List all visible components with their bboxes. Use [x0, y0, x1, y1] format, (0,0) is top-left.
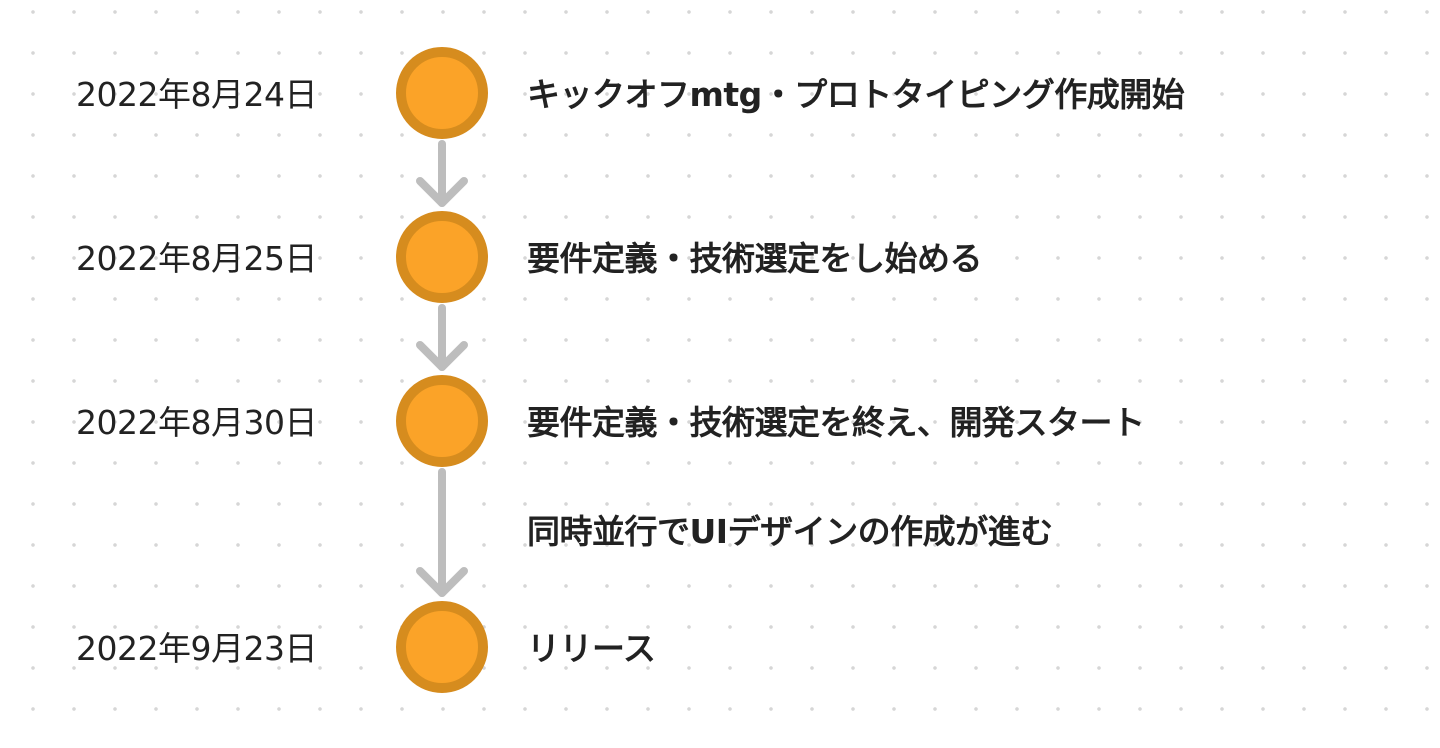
- event-date: 2022年8月25日: [76, 239, 317, 278]
- timeline-node: [396, 211, 488, 303]
- event-date: 2022年8月30日: [76, 403, 317, 442]
- event-description: 要件定義・技術選定をし始める: [527, 239, 983, 278]
- timeline-node: [396, 47, 488, 139]
- event-description: キックオフmtg・プロトタイピング作成開始: [527, 75, 1185, 114]
- event-date: 2022年8月24日: [76, 75, 317, 114]
- arrow-1: [416, 140, 468, 207]
- timeline-node: [396, 375, 488, 467]
- event-description: 要件定義・技術選定を終え、開発スタート: [527, 403, 1145, 442]
- arrow-3: [416, 468, 468, 597]
- arrow-2: [416, 304, 468, 371]
- timeline-node: [396, 601, 488, 693]
- event-date: 2022年9月23日: [76, 629, 317, 668]
- event-description: 同時並行でUIデザインの作成が進む: [527, 512, 1053, 551]
- event-description: リリース: [527, 629, 656, 668]
